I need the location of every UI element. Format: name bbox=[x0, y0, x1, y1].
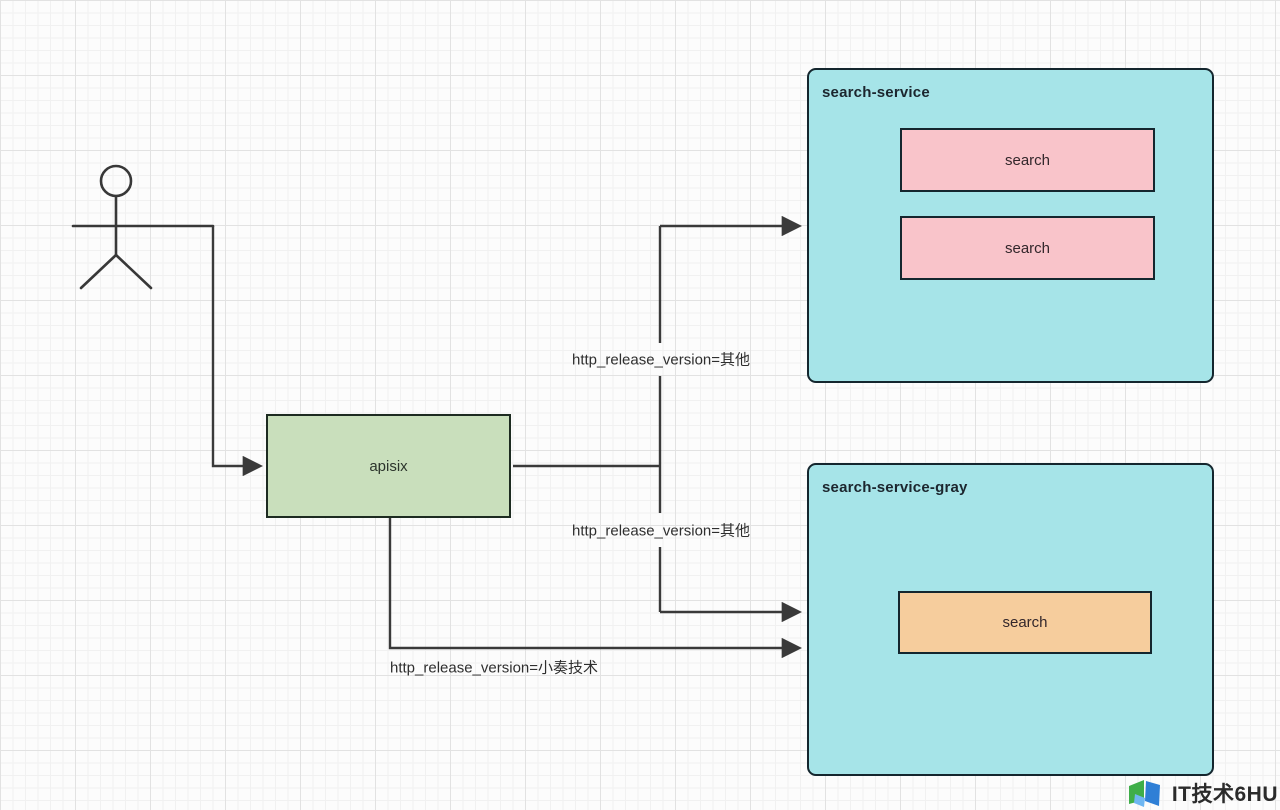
node-search-service[interactable]: search-service search search bbox=[807, 68, 1214, 383]
apisix-label: apisix bbox=[369, 457, 408, 475]
search-service-title: search-service bbox=[822, 84, 930, 101]
node-search-service-gray[interactable]: search-service-gray search bbox=[807, 463, 1214, 776]
book-logo-icon bbox=[1128, 780, 1160, 807]
watermark: IT技术6HU bbox=[1127, 777, 1278, 809]
search-instance-2-label: search bbox=[1004, 239, 1051, 257]
node-apisix[interactable]: apisix bbox=[266, 414, 511, 518]
search-instance-1[interactable]: search bbox=[900, 128, 1155, 192]
stick-figure-icon bbox=[71, 164, 215, 290]
edge-label-other-top: http_release_version=其他 bbox=[571, 351, 751, 369]
search-gray-instance-1-label: search bbox=[1002, 614, 1048, 631]
search-instance-2[interactable]: search bbox=[900, 216, 1155, 280]
watermark-text: IT技术6HU bbox=[1171, 783, 1278, 806]
search-service-gray-title: search-service-gray bbox=[822, 479, 968, 496]
edge-actor-to-apisix bbox=[211, 226, 264, 477]
search-instance-1-label: search bbox=[1004, 151, 1051, 169]
search-gray-instance-1[interactable]: search bbox=[898, 591, 1152, 654]
edge-label-other-mid: http_release_version=其他 bbox=[571, 522, 751, 540]
edge-label-xiaozou: http_release_version=小奏技术 bbox=[390, 659, 599, 677]
